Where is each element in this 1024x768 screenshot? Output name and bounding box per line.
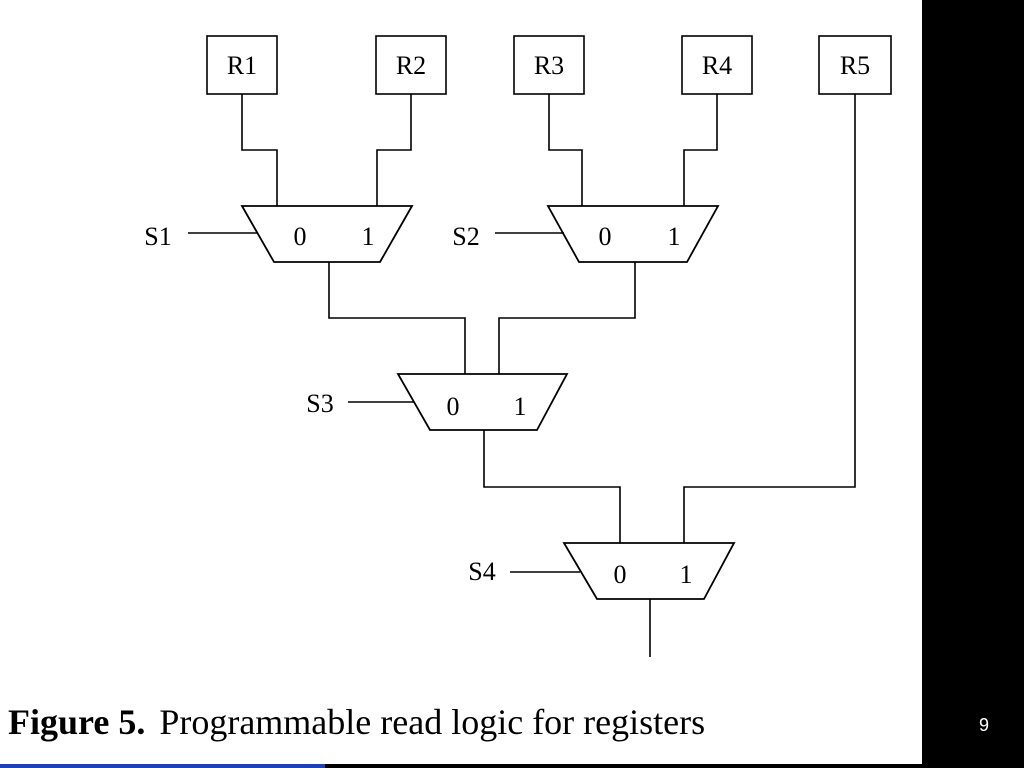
select-label-s1: S1 xyxy=(144,222,171,251)
mux-input-1-label: 1 xyxy=(514,392,527,421)
mux-input-0-label: 0 xyxy=(614,560,627,589)
mux-input-1-label: 1 xyxy=(362,222,375,251)
mux-body xyxy=(562,542,736,600)
select-label-s3: S3 xyxy=(306,389,333,418)
slide-content: R1 R2 R3 R4 R5 0 1 S1 xyxy=(0,0,922,764)
mux-s4: 0 1 S4 xyxy=(468,542,736,600)
mux-s1: 0 1 S1 xyxy=(144,205,414,263)
select-label-s4: S4 xyxy=(468,557,495,586)
wire-mux-s2-to-mux-s3 xyxy=(498,262,636,374)
figure-caption: Figure 5. Programmable read logic for reg… xyxy=(8,701,705,743)
mux-input-0-label: 0 xyxy=(599,222,612,251)
register-label: R1 xyxy=(227,51,257,80)
register-r3: R3 xyxy=(513,35,585,95)
figure-number: Figure 5. xyxy=(8,702,146,742)
slide-number: 9 xyxy=(978,715,989,735)
register-r4: R4 xyxy=(681,35,753,95)
register-label: R5 xyxy=(840,51,870,80)
register-box xyxy=(206,35,278,95)
register-label: R2 xyxy=(396,51,426,80)
mux-body xyxy=(240,205,414,263)
register-r1: R1 xyxy=(206,35,278,95)
wire-mux-s3-to-mux-s4 xyxy=(483,430,621,543)
bottom-accent-bar xyxy=(0,764,325,768)
mux-s2: 0 1 S2 xyxy=(452,205,720,263)
mux-input-1-label: 1 xyxy=(668,222,681,251)
mux-s3: 0 1 S3 xyxy=(306,373,569,431)
register-box xyxy=(375,35,447,95)
mux-input-0-label: 0 xyxy=(294,222,307,251)
wire-r1-to-mux-s1 xyxy=(241,94,278,206)
register-box xyxy=(681,35,753,95)
wire-r4-to-mux-s2 xyxy=(683,94,718,206)
register-r5: R5 xyxy=(818,35,892,95)
select-label-s2: S2 xyxy=(452,222,479,251)
wire-r2-to-mux-s1 xyxy=(376,94,412,206)
mux-body xyxy=(396,373,569,431)
register-label: R3 xyxy=(534,51,564,80)
wire-mux-s1-to-mux-s3 xyxy=(328,262,466,374)
figure-caption-text: Programmable read logic for registers xyxy=(159,702,706,742)
wire-r5-to-mux-s4 xyxy=(683,94,856,543)
mux-input-0-label: 0 xyxy=(447,392,460,421)
mux-body xyxy=(546,205,720,263)
register-label: R4 xyxy=(702,51,732,80)
read-logic-diagram: R1 R2 R3 R4 R5 0 1 S1 xyxy=(144,35,892,657)
mux-input-1-label: 1 xyxy=(680,560,693,589)
register-r2: R2 xyxy=(375,35,447,95)
wire-r3-to-mux-s2 xyxy=(548,94,583,206)
